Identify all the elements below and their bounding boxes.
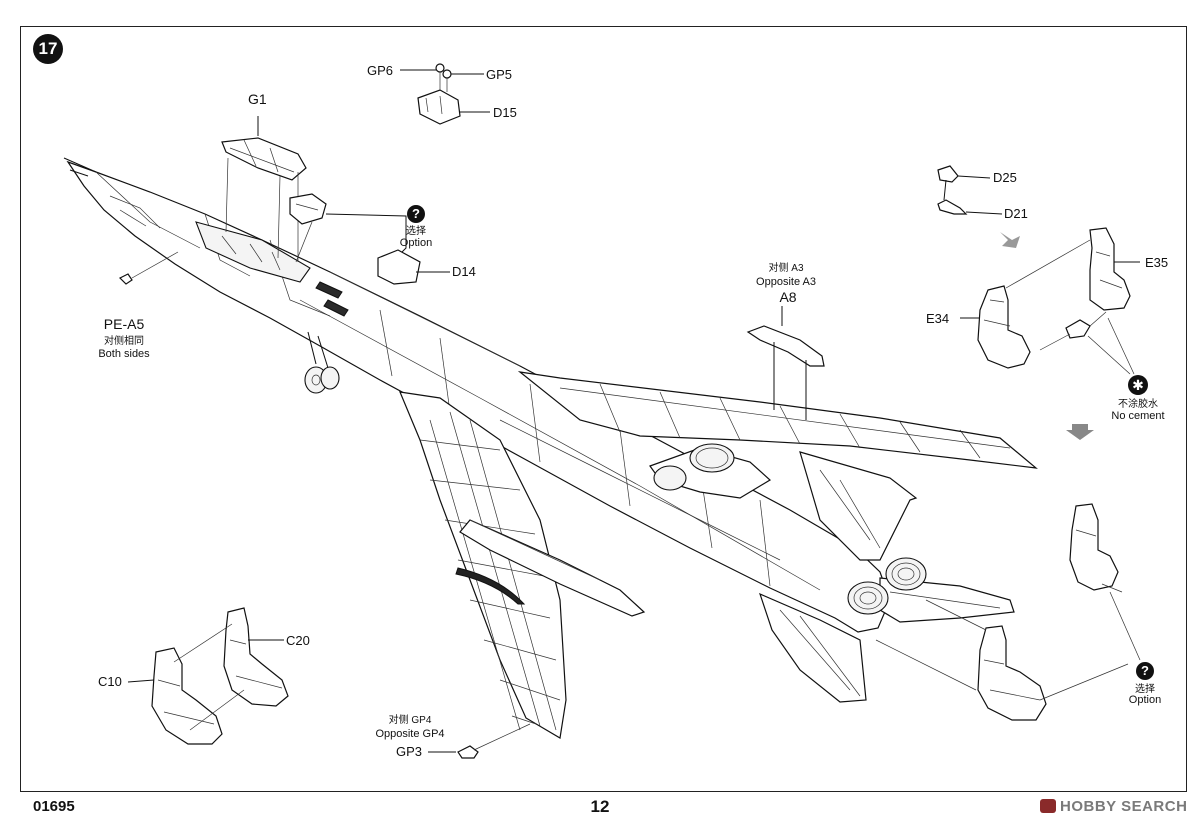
kit-code: 01695 <box>33 798 75 815</box>
part-pe-a5 <box>118 251 179 285</box>
option-icon: ? <box>407 205 425 223</box>
label-d14: D14 <box>452 264 476 279</box>
option-icon-2: ? <box>1136 662 1154 680</box>
both-sides-note-cn: 对侧相同 <box>104 336 144 347</box>
label-gp6: GP6 <box>367 63 394 78</box>
part-c20 <box>173 607 289 731</box>
label-g1: G1 <box>248 91 267 107</box>
label-gp3: GP3 <box>396 744 423 759</box>
opposite-gp4-note-cn: 对侧 GP4 <box>388 715 432 726</box>
part-d14 <box>289 193 450 285</box>
nose-landing-gear <box>304 331 340 394</box>
no-cement-pointers <box>1087 317 1135 375</box>
down-arrow-icon <box>1066 424 1094 440</box>
option-note-en-2: Option <box>1128 694 1162 706</box>
opposite-gp4-note-en: Opposite GP4 <box>375 728 445 740</box>
part-d25-d21 <box>937 165 1020 248</box>
label-d15: D15 <box>493 105 517 120</box>
part-d15 <box>400 63 490 125</box>
label-d21: D21 <box>1004 206 1028 221</box>
label-pe-a5: PE-A5 <box>103 316 145 332</box>
opposite-a3-note-cn: 对侧 A3 <box>768 263 804 274</box>
part-gp3 <box>428 715 537 759</box>
engine-nacelles <box>649 443 927 615</box>
opposite-a3-note-en: Opposite A3 <box>756 276 816 288</box>
label-c20: C20 <box>286 633 310 648</box>
part-a8 <box>746 306 825 420</box>
option-note-cn-2: 选择 <box>1135 684 1155 695</box>
label-c10: C10 <box>98 674 122 689</box>
page-frame <box>20 26 1187 792</box>
part-e35 <box>1039 227 1140 351</box>
no-cement-icon: ✱ <box>1128 375 1148 395</box>
step-number-badge: 17 <box>33 34 63 64</box>
option-note-en: Option <box>399 237 433 249</box>
page-number: 12 <box>590 797 610 816</box>
option-note-cn: 选择 <box>406 226 426 237</box>
watermark-text: HOBBY SEARCH <box>1060 798 1188 815</box>
label-e35: E35 <box>1145 255 1169 270</box>
watermark-logo-icon <box>1040 799 1056 813</box>
label-a8: A8 <box>779 289 797 305</box>
part-e34 <box>960 239 1091 369</box>
main-wing-near <box>399 391 781 739</box>
no-cement-note-cn: 不涂胶水 <box>1118 399 1158 410</box>
part-c10 <box>127 647 223 745</box>
label-d25: D25 <box>993 170 1017 185</box>
both-sides-note-en: Both sides <box>98 348 150 360</box>
label-gp5: GP5 <box>486 67 513 82</box>
label-e34: E34 <box>926 311 950 326</box>
no-cement-note-en: No cement <box>1111 410 1165 422</box>
main-wing-far <box>517 371 1038 469</box>
canopy-g1 <box>221 116 307 262</box>
option-rear-parts <box>875 503 1141 721</box>
